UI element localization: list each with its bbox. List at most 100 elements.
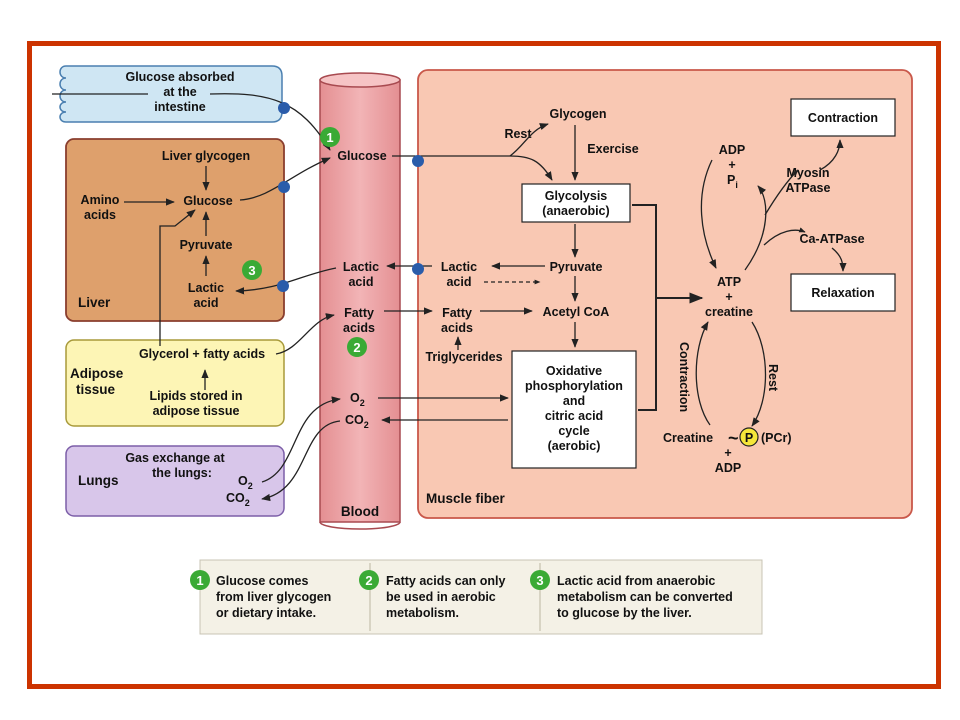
step-3-line-2: metabolism can be converted (557, 590, 733, 604)
step-badge-1-number: 1 (326, 130, 333, 145)
relaxation-box (790, 273, 896, 312)
step-2-line-3: metabolism. (386, 606, 459, 620)
creatine-label: creatine (705, 305, 753, 319)
step-2-line-1: Fatty acids can only (386, 574, 506, 588)
transporter-dot-muscle-glucose (412, 155, 424, 167)
steps-legend: 1 Glucose comes from liver glycogen or d… (190, 559, 763, 635)
liver-amino-label-1: Amino (81, 193, 120, 207)
adp-plus: + (728, 158, 735, 172)
step-badge-3-number: 3 (248, 263, 255, 278)
adp-label: ADP (719, 143, 745, 157)
adipose-glycerol-label: Glycerol + fatty acids (139, 347, 265, 361)
blood-lactic-label-1: Lactic (343, 260, 379, 274)
arrow-adp-atp (700, 159, 717, 269)
contraction-box-label: Contraction (808, 111, 878, 125)
glycolysis-label-1: Glycolysis (545, 189, 608, 203)
intestine-label-3: intestine (154, 100, 205, 114)
muscle-acetyl-label: Acetyl CoA (543, 305, 610, 319)
rest-side-label: Rest (766, 364, 780, 392)
liver-title: Liver (78, 295, 111, 310)
phosphate-circle (739, 427, 759, 447)
lungs-title: Lungs (78, 473, 119, 488)
liver-glucose-label: Glucose (183, 194, 232, 208)
muscle-lactic-label-1: Lactic (441, 260, 477, 274)
step-badge-1: 1 (320, 127, 340, 147)
arrow-intestine-blood (209, 93, 331, 151)
glycolysis-label-2: (anaerobic) (542, 204, 609, 218)
adipose-panel: Adipose tissue Glycerol + fatty acids Li… (65, 339, 285, 427)
adipose-title-1: Adipose (70, 366, 124, 381)
transporter-dot-liver-lactic (277, 280, 289, 292)
step-2-number: 2 (365, 573, 372, 588)
muscle-fatty-label-1: Fatty (442, 306, 472, 320)
step-1-number: 1 (196, 573, 203, 588)
liver-amino-label-2: acids (84, 208, 116, 222)
oxphos-label-6: (aerobic) (548, 439, 601, 453)
step-3-number: 3 (536, 573, 543, 588)
atp-plus: + (725, 290, 732, 304)
step-1-line-1: Glucose comes (216, 574, 308, 588)
blood-lactic-label-2: acid (348, 275, 373, 289)
intestine-label-1: Glucose absorbed (125, 70, 234, 84)
muscle-lactic-label-2: acid (446, 275, 471, 289)
step-3-line-3: to glucose by the liver. (557, 606, 692, 620)
blood-title: Blood (341, 504, 379, 519)
creatine-plus: + (724, 446, 731, 460)
step-1-line-3: or dietary intake. (216, 606, 316, 620)
liver-glycogen-label: Liver glycogen (162, 149, 250, 163)
muscle-rest-label: Rest (504, 127, 532, 141)
adipose-lipids-label-2: adipose tissue (153, 404, 240, 418)
muscle-panel: Muscle fiber Glycogen Rest Exercise Glyc… (417, 69, 913, 519)
lungs-gas-label-2: the lungs: (152, 466, 212, 480)
myosin-label-1: Myosin (786, 166, 829, 180)
step-1-description: 1 Glucose comes from liver glycogen or d… (190, 570, 331, 620)
oxphos-label-3: and (563, 394, 585, 408)
arrow-atp-adp (744, 185, 767, 271)
lungs-o2-label: O2 (238, 474, 253, 491)
muscle-fatty-label-2: acids (441, 321, 473, 335)
blood-fatty-label-2: acids (343, 321, 375, 335)
intestine-label-2: at the (163, 85, 196, 99)
arrow-pcr-atp (695, 321, 711, 426)
oxphos-label-1: Oxidative (546, 364, 602, 378)
adp-bottom-label: ADP (715, 461, 741, 475)
blood-fatty-label-1: Fatty (344, 306, 374, 320)
transporter-dots (277, 102, 424, 292)
blood-co2-label: CO2 (345, 413, 369, 430)
pcr-label: (PCr) (761, 431, 792, 445)
arrow-glycerol-glucose (159, 209, 196, 346)
step-badge-3: 3 (242, 260, 262, 280)
liver-panel: Liver Liver glycogen Amino acids Glucose… (65, 138, 285, 322)
adipose-lipids-label-1: Lipids stored in (149, 389, 242, 403)
step-2-description: 2 Fatty acids can only be used in aerobi… (359, 570, 506, 620)
oxphos-label-5: cycle (558, 424, 589, 438)
arrow-adipose-blood (275, 313, 335, 355)
tilde-symbol: ~ (728, 428, 739, 448)
step-badge-2: 2 (347, 337, 367, 357)
muscle-triglycerides-label: Triglycerides (425, 350, 502, 364)
lungs-co2-label: CO2 (226, 491, 250, 508)
step-3-description: 3 Lactic acid from anaerobic metabolism … (530, 570, 733, 620)
transporter-dot-liver-glucose (278, 181, 290, 193)
arrow-energy-bracket (632, 204, 657, 411)
transporter-dot-intestine (278, 102, 290, 114)
blood-vessel: Blood Glucose Lactic acid Fatty acids O2… (319, 72, 401, 530)
lungs-gas-label-1: Gas exchange at (125, 451, 225, 465)
oxphos-label-4: citric acid (545, 409, 603, 423)
adipose-title-2: tissue (76, 382, 116, 397)
arrow-rest-glycogen (509, 123, 549, 157)
arrows (52, 93, 847, 502)
arrow-myosin-contraction (819, 139, 844, 171)
step-3-line-1: Lactic acid from anaerobic (557, 574, 715, 588)
relaxation-box-label: Relaxation (811, 286, 874, 300)
arrow-to-myosin (764, 169, 799, 216)
contraction-side-label: Contraction (677, 342, 691, 412)
arrow-co2-lungs (261, 420, 341, 502)
blood-glucose-label: Glucose (337, 149, 386, 163)
creatine-p-label: Creatine (663, 431, 713, 445)
lungs-panel: Lungs Gas exchange at the lungs: O2 CO2 (65, 445, 285, 517)
step-1-line-2: from liver glycogen (216, 590, 331, 604)
arrow-to-ca-atpase (763, 227, 806, 246)
arrow-blood-lactic-liver (235, 267, 337, 295)
